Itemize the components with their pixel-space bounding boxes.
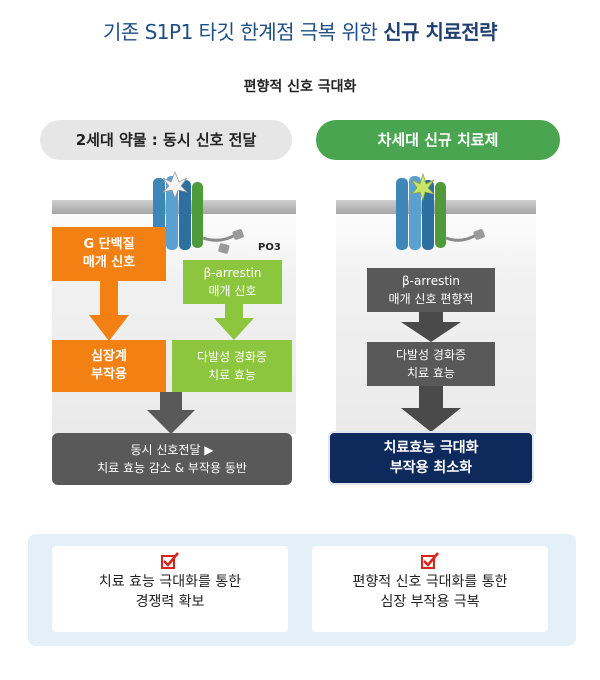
right-ms-line1: 다발성 경화증 (395, 348, 467, 362)
right-arrow-1 (401, 312, 461, 342)
left-result-box: 동시 신호전달 ▶ 치료 효능 감소 & 부작용 동반 (52, 433, 292, 485)
right-result-line1: 치료효능 극대화 (383, 440, 479, 456)
left-barrestin-box: β-arrestin 매개 신호 (183, 260, 282, 304)
right-arrow-2 (401, 386, 461, 432)
card2-line2: 심장 부작용 극복 (380, 594, 480, 610)
card1-line1: 치료 효능 극대화를 통한 (98, 574, 242, 590)
left-merge-arrow (147, 392, 195, 434)
left-receptor-icon (153, 171, 244, 254)
page-title: 기존 S1P1 타깃 한계점 극복 위한 신규 치료전략 (0, 16, 600, 45)
left-barrestin-line1: β-arrestin (203, 266, 262, 280)
left-result-line2: 치료 효능 감소 & 부작용 동반 (97, 461, 247, 475)
checkbox-checked-icon (161, 552, 179, 569)
right-receptor-icon (396, 172, 485, 250)
right-barrestin-line2: 매개 신호 편향적 (388, 292, 474, 306)
left-orange-arrow (89, 281, 129, 341)
g-protein-signal-box: G 단백질 매개 신호 (52, 227, 166, 281)
card2-line1: 편향적 신호 극대화를 통한 (352, 574, 508, 590)
right-result-box: 치료효능 극대화 부작용 최소화 (328, 431, 534, 485)
left-result-line1: 동시 신호전달 ▶ (130, 443, 214, 457)
left-ms-line1: 다발성 경화증 (196, 350, 268, 364)
cardio-side-effect-box: 심장계 부작용 (52, 340, 166, 392)
title-bold: 신규 치료전략 (383, 20, 498, 44)
right-ms-efficacy-box: 다발성 경화증 치료 효능 (367, 342, 495, 386)
phosphate-label: PO3 (258, 242, 281, 253)
cardio-line1: 심장계 (91, 349, 127, 364)
cardio-line2: 부작용 (91, 367, 127, 382)
page-subtitle: 편향적 신호 극대화 (243, 79, 357, 95)
summary-card-cardiac: 편향적 신호 극대화를 통한 심장 부작용 극복 (312, 546, 548, 632)
card1-line2: 경쟁력 확보 (135, 594, 205, 610)
right-panel-header: 차세대 신규 치료제 (316, 120, 560, 160)
left-green-arrow (214, 304, 254, 340)
checkbox-checked-icon (421, 552, 439, 569)
right-result-line2: 부작용 최소화 (389, 460, 473, 476)
left-barrestin-line2: 매개 신호 (208, 284, 257, 298)
left-ms-line2: 치료 효능 (208, 368, 256, 382)
left-panel-header: 2세대 약물 : 동시 신호 전달 (40, 120, 292, 160)
right-barrestin-line1: β-arrestin (401, 274, 460, 288)
g-protein-line1: G 단백질 (83, 237, 135, 252)
g-protein-line2: 매개 신호 (82, 255, 136, 270)
left-ms-efficacy-box: 다발성 경화증 치료 효능 (172, 340, 292, 392)
summary-card-competitiveness: 치료 효능 극대화를 통한 경쟁력 확보 (52, 546, 288, 632)
right-ms-line2: 치료 효능 (407, 366, 455, 380)
title-normal: 기존 S1P1 타깃 한계점 극복 위한 (102, 20, 384, 44)
right-barrestin-box: β-arrestin 매개 신호 편향적 (367, 268, 495, 312)
